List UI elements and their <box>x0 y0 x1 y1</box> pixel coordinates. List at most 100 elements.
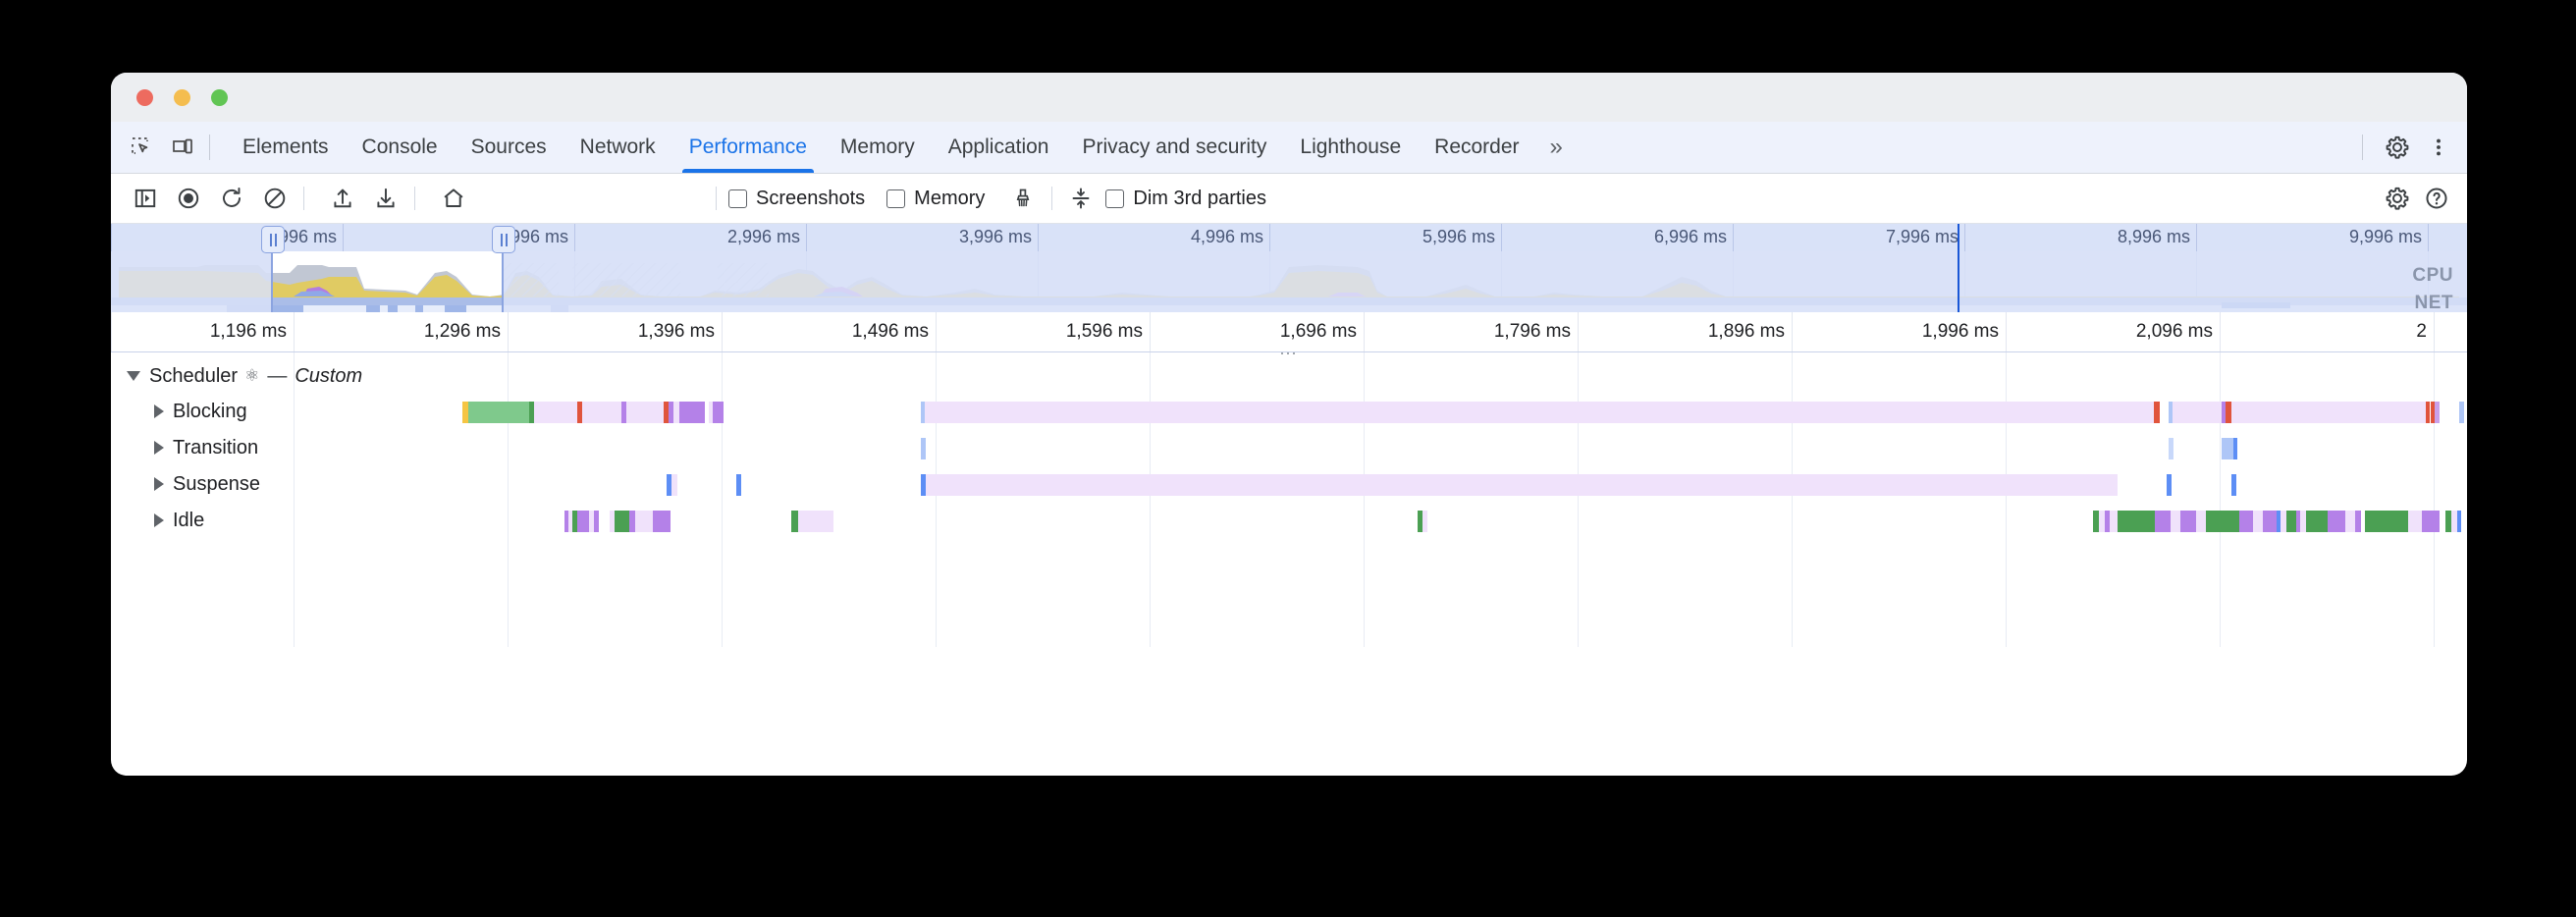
overview-left-resize-handle[interactable] <box>261 226 285 253</box>
tab-memory[interactable]: Memory <box>824 122 932 173</box>
event-block[interactable] <box>1418 511 1422 532</box>
event-block[interactable] <box>629 511 635 532</box>
event-block[interactable] <box>626 402 664 423</box>
tab-recorder[interactable]: Recorder <box>1418 122 1535 173</box>
track-label-blocking[interactable]: Blocking <box>154 400 247 423</box>
event-block[interactable] <box>2281 511 2286 532</box>
event-block[interactable] <box>577 511 589 532</box>
event-block[interactable] <box>2105 511 2110 532</box>
event-block[interactable] <box>2328 511 2345 532</box>
timeline-overview[interactable]: 996 ms 1,996 ms 2,996 ms 3,996 ms 4,996 … <box>111 224 2467 313</box>
close-window-button[interactable] <box>136 89 153 106</box>
event-block[interactable] <box>2300 511 2306 532</box>
collect-garbage-icon[interactable] <box>1006 182 1040 215</box>
toggle-sidebar-icon[interactable] <box>129 182 162 215</box>
panel-resize-handle[interactable]: ⋯ <box>1279 344 1299 363</box>
overview-right-boundary[interactable] <box>502 249 504 312</box>
event-block[interactable] <box>2345 511 2355 532</box>
tab-performance[interactable]: Performance <box>672 122 824 173</box>
more-options-icon[interactable] <box>2422 131 2455 164</box>
event-block[interactable] <box>2171 511 2180 532</box>
event-block[interactable] <box>615 511 629 532</box>
track-row-idle[interactable]: Idle <box>111 509 2467 532</box>
event-block[interactable] <box>2231 474 2236 496</box>
track-label-transition[interactable]: Transition <box>154 436 258 459</box>
screenshots-checkbox[interactable] <box>728 189 747 208</box>
event-block[interactable] <box>2226 402 2231 423</box>
event-block[interactable] <box>791 511 798 532</box>
event-block[interactable] <box>2093 511 2099 532</box>
tab-elements[interactable]: Elements <box>226 122 346 173</box>
event-block[interactable] <box>709 402 713 423</box>
chevron-right-icon[interactable] <box>154 405 164 418</box>
track-events-blocking[interactable] <box>111 402 2467 423</box>
event-block[interactable] <box>2206 511 2239 532</box>
event-block[interactable] <box>2457 511 2461 532</box>
memory-checkbox[interactable] <box>886 189 906 208</box>
track-events-transition[interactable] <box>111 438 2467 459</box>
event-block[interactable] <box>921 438 926 459</box>
event-block[interactable] <box>2110 511 2118 532</box>
home-icon[interactable] <box>437 182 470 215</box>
track-group-header[interactable]: Scheduler ⚛ — Custom <box>127 364 362 388</box>
event-block[interactable] <box>921 402 925 423</box>
flame-chart-tracks[interactable]: Scheduler ⚛ — Custom Blocking <box>111 352 2467 647</box>
track-events-idle[interactable] <box>111 511 2467 532</box>
event-block[interactable] <box>582 402 621 423</box>
event-block[interactable] <box>2173 402 2222 423</box>
event-block[interactable] <box>577 402 582 423</box>
tab-lighthouse[interactable]: Lighthouse <box>1283 122 1418 173</box>
event-block[interactable] <box>2169 438 2174 459</box>
event-block[interactable] <box>589 511 594 532</box>
load-profile-icon[interactable] <box>326 182 359 215</box>
event-block[interactable] <box>2277 511 2281 532</box>
event-block[interactable] <box>2355 511 2361 532</box>
reload-and-record-icon[interactable] <box>215 182 248 215</box>
tab-application[interactable]: Application <box>932 122 1066 173</box>
more-tabs-icon[interactable]: » <box>1536 122 1577 173</box>
track-events-suspense[interactable] <box>111 474 2467 496</box>
event-block[interactable] <box>2239 511 2253 532</box>
event-block[interactable] <box>529 402 534 423</box>
device-toolbar-icon[interactable] <box>166 131 199 164</box>
tab-sources[interactable]: Sources <box>455 122 564 173</box>
event-block[interactable] <box>2445 511 2451 532</box>
record-button-icon[interactable] <box>172 182 205 215</box>
event-block[interactable] <box>2296 511 2300 532</box>
event-block[interactable] <box>2431 402 2435 423</box>
event-block[interactable] <box>2286 511 2296 532</box>
event-block[interactable] <box>653 511 671 532</box>
event-block[interactable] <box>2263 511 2277 532</box>
event-block[interactable] <box>2118 511 2155 532</box>
event-block[interactable] <box>2422 511 2440 532</box>
capture-settings-icon[interactable] <box>1064 182 1098 215</box>
event-block[interactable] <box>2099 511 2105 532</box>
track-row-transition[interactable]: Transition <box>111 436 2467 459</box>
event-block[interactable] <box>921 474 926 496</box>
event-block[interactable] <box>564 511 568 532</box>
event-block[interactable] <box>621 402 626 423</box>
tab-privacy-and-security[interactable]: Privacy and security <box>1065 122 1283 173</box>
overview-right-resize-handle[interactable] <box>492 226 515 253</box>
event-block[interactable] <box>2253 511 2263 532</box>
chevron-right-icon[interactable] <box>154 441 164 455</box>
event-block[interactable] <box>669 402 673 423</box>
chevron-right-icon[interactable] <box>154 513 164 527</box>
event-block[interactable] <box>2180 511 2196 532</box>
event-block[interactable] <box>713 402 724 423</box>
clear-recording-icon[interactable] <box>258 182 292 215</box>
overview-left-boundary[interactable] <box>271 249 273 312</box>
event-block[interactable] <box>925 402 2154 423</box>
track-label-suspense[interactable]: Suspense <box>154 472 260 496</box>
event-block[interactable] <box>635 511 653 532</box>
save-profile-icon[interactable] <box>369 182 402 215</box>
event-block[interactable] <box>2169 402 2173 423</box>
track-row-blocking[interactable]: Blocking <box>111 400 2467 423</box>
timeline-ruler[interactable]: 1,196 ms 1,296 ms 1,396 ms 1,496 ms 1,59… <box>111 312 2467 362</box>
inspect-element-icon[interactable] <box>125 131 158 164</box>
event-block[interactable] <box>2435 402 2440 423</box>
dim-3rd-parties-checkbox[interactable] <box>1105 189 1125 208</box>
track-group-scheduler[interactable]: Scheduler ⚛ — Custom <box>111 364 2467 388</box>
event-block[interactable] <box>2233 438 2237 459</box>
event-block[interactable] <box>2222 438 2233 459</box>
